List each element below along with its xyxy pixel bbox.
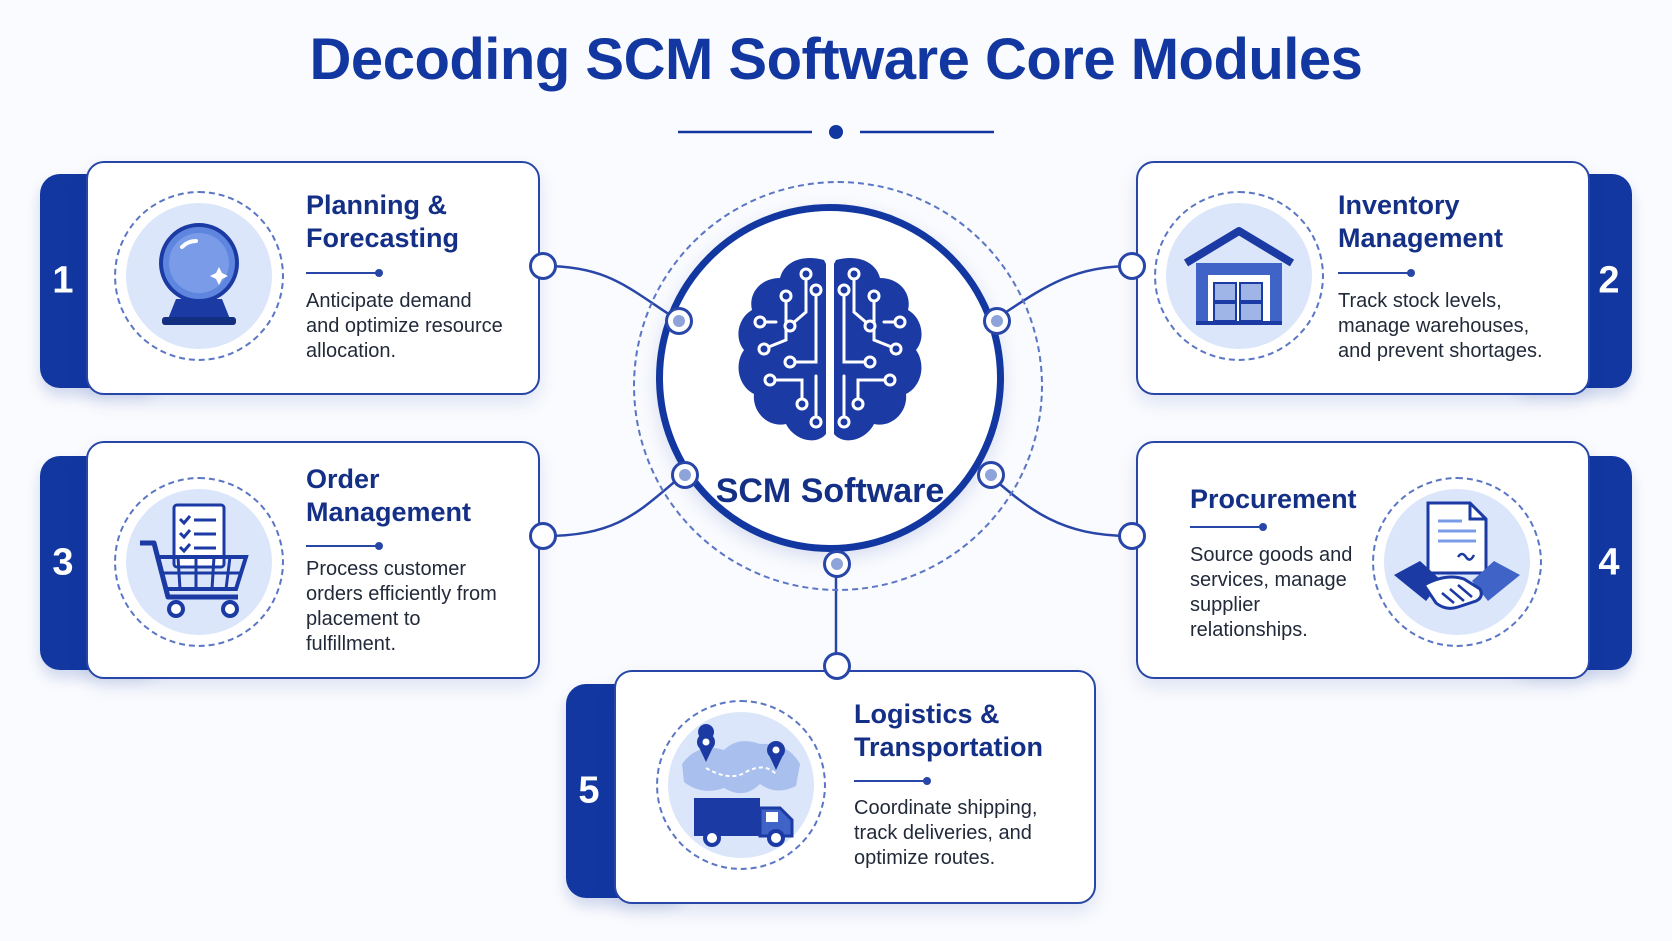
hub-node-1 — [665, 307, 693, 335]
card-node-3 — [529, 522, 557, 550]
module-5-card: Logistics & Transportation Coordinate sh… — [614, 670, 1096, 904]
hub-node-4 — [977, 461, 1005, 489]
module-3-number: 3 — [52, 541, 74, 584]
module-4-icon-ring — [1372, 477, 1542, 647]
brain-circuit-icon — [738, 258, 922, 441]
module-2-title: Inventory Management — [1338, 190, 1504, 253]
shopping-cart-checklist-icon — [140, 503, 249, 618]
module-5-title-rule — [854, 777, 931, 785]
hub-outer-ring — [633, 181, 1043, 591]
card-node-5 — [823, 652, 851, 680]
delivery-truck-map-icon — [682, 724, 800, 847]
card-node-2 — [1118, 252, 1146, 280]
hub-node-2 — [983, 307, 1011, 335]
module-5-number: 5 — [578, 769, 600, 812]
module-3-description: Process customer orders efficiently from… — [306, 558, 497, 655]
module-4-title: Procurement — [1190, 484, 1357, 514]
module-3-title-rule — [306, 542, 383, 550]
module-4-title-rule — [1190, 523, 1267, 531]
module-2-card: Inventory Management Track stock levels,… — [1136, 161, 1590, 395]
module-4-description: Source goods and services, manage suppli… — [1190, 544, 1353, 641]
card-node-1 — [529, 252, 557, 280]
module-5-icon-ring — [656, 700, 826, 870]
card-node-4 — [1118, 522, 1146, 550]
crystal-ball-icon — [159, 223, 239, 325]
title-divider — [678, 125, 994, 139]
hub-node-5 — [823, 550, 851, 578]
module-1-title: Planning & Forecasting — [306, 190, 460, 253]
module-4-number: 4 — [1598, 541, 1620, 584]
handshake-contract-icon — [1394, 501, 1520, 610]
module-1-description: Anticipate demand and optimize resource … — [306, 290, 503, 362]
module-2-title-rule — [1338, 269, 1415, 277]
warehouse-icon — [1183, 227, 1295, 325]
hub-label: SCM Software — [715, 472, 945, 510]
module-4-card: Procurement Source goods and services, m… — [1136, 441, 1590, 679]
module-2-number: 2 — [1598, 259, 1620, 302]
hub-circle — [656, 204, 1004, 552]
module-1-card: Planning & Forecasting Anticipate demand… — [86, 161, 540, 395]
page-title: Decoding SCM Software Core Modules — [309, 27, 1363, 92]
module-5-description: Coordinate shipping, track deliveries, a… — [854, 797, 1038, 869]
module-3-title: Order Management — [306, 464, 472, 527]
module-3-card: Order Management Process customer orders… — [86, 441, 540, 679]
module-1-icon-ring — [114, 191, 284, 361]
module-2-icon-ring — [1154, 191, 1324, 361]
module-2-description: Track stock levels, manage warehouses, a… — [1338, 290, 1543, 362]
hub-node-3 — [671, 461, 699, 489]
module-1-title-rule — [306, 269, 383, 277]
module-3-icon-ring — [114, 477, 284, 647]
module-1-number: 1 — [52, 259, 74, 302]
module-5-title: Logistics & Transportation — [854, 699, 1044, 762]
